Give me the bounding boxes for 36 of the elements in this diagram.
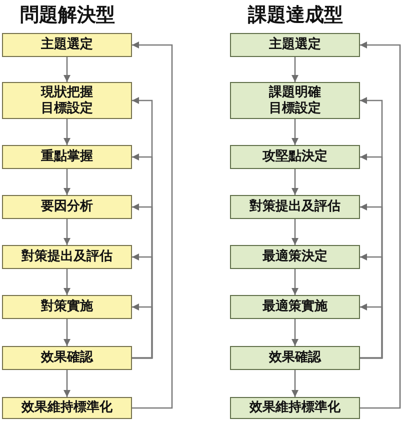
arrow [360,304,383,359]
process-box: 對策提出及評估 [2,245,132,269]
process-box: 主題選定 [230,33,360,57]
process-box: 攻堅點決定 [230,145,360,169]
arrow [64,57,70,82]
arrow [292,119,298,145]
process-box: 最適策實施 [230,295,360,319]
process-box: 效果確認 [230,346,360,370]
arrow [64,269,70,295]
arrow [292,169,298,195]
arrow [64,169,70,195]
process-box: 重點掌握 [2,145,132,169]
arrow [64,319,70,346]
arrow [292,370,298,397]
process-box: 效果維持標準化 [230,397,360,419]
process-box: 對策提出及評估 [230,195,360,219]
arrow [64,370,70,397]
arrow [292,219,298,245]
column-heading: 問題解決型 [20,3,115,28]
arrow [132,42,173,409]
arrow [360,42,401,409]
process-box: 效果維持標準化 [2,397,132,419]
arrow [292,57,298,82]
arrow [64,219,70,245]
arrow [292,319,298,346]
process-box: 主題選定 [2,33,132,57]
arrow [132,304,153,359]
column-heading: 課題達成型 [248,3,343,28]
process-box: 要因分析 [2,195,132,219]
process-box: 對策實施 [2,295,132,319]
process-box: 現狀把握目標設定 [2,82,132,119]
arrow [64,119,70,145]
process-box: 效果確認 [2,346,132,370]
process-box: 課題明確目標設定 [230,82,360,119]
process-box: 最適策決定 [230,245,360,269]
arrow [292,269,298,295]
